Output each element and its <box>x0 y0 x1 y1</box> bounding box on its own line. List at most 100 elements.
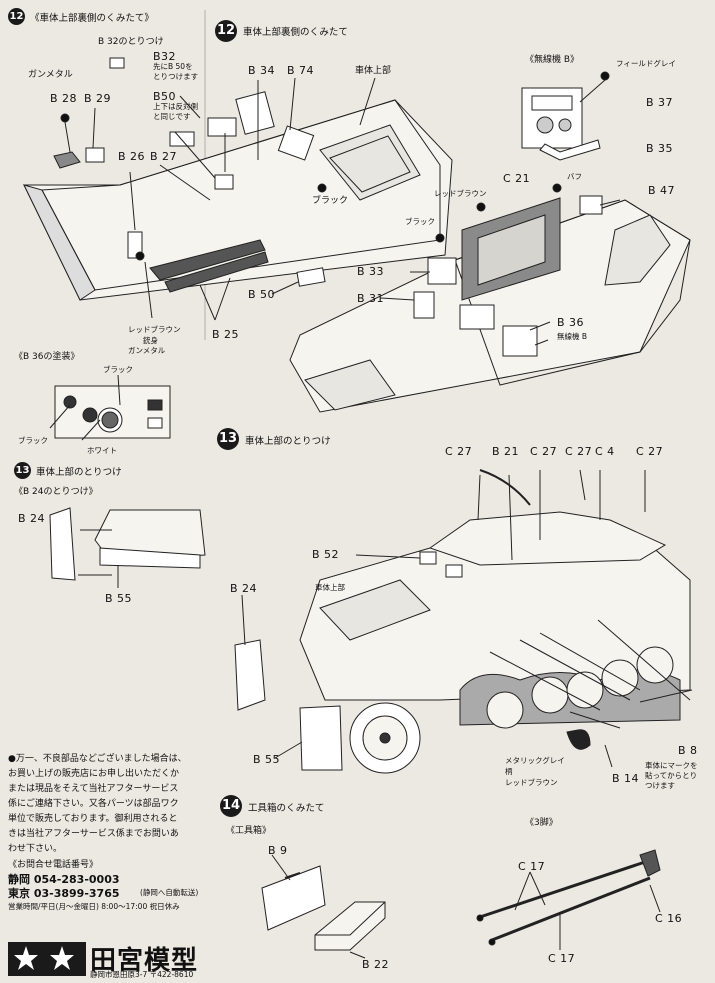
part-b52: B 52 <box>312 548 340 561</box>
part-c21: C 21 <box>503 172 531 185</box>
label-metallic-grey: メタリックグレイ <box>505 756 565 765</box>
part-b29: B 29 <box>84 92 112 105</box>
notice-line: きは当社アフターサービス係までお問いあ <box>8 829 179 839</box>
part-c27-a: C 27 <box>445 445 473 458</box>
b50-note-2: と同じです <box>153 112 191 121</box>
part-c27-d: C 27 <box>636 445 664 458</box>
part-b37: B 37 <box>646 96 674 109</box>
label-upper-hull-2: 車体上部 <box>315 583 345 592</box>
label-upper-hull: 車体上部 <box>355 66 392 76</box>
notice-line: ●万一、不良部品などございました場合は、 <box>8 754 187 764</box>
part-b14: B 14 <box>612 772 640 785</box>
b8-note-2: 貼ってからとり <box>645 771 698 780</box>
part-c27-c: C 27 <box>565 445 593 458</box>
label-b32-mount: B 32のとりつけ <box>98 37 164 47</box>
company-name: 田宮模型 <box>90 946 199 976</box>
part-b31: B 31 <box>357 292 385 305</box>
phone-shizuoka: 静岡 054-283-0003 <box>8 873 120 886</box>
b32-note-1: 先にB 50を <box>153 62 193 71</box>
part-b55: B 55 <box>105 592 133 605</box>
part-b33: B 33 <box>357 265 385 278</box>
phone-tokyo-note: (静岡へ自動転送) <box>140 888 199 897</box>
part-b36: B 36 <box>557 316 585 329</box>
label-black-2: ブラック <box>405 217 435 226</box>
part-b9: B 9 <box>268 844 288 857</box>
step13-left-number: 13 <box>14 462 31 479</box>
step12-right-number: 12 <box>215 20 237 42</box>
part-b25: B 25 <box>212 328 240 341</box>
label-red-brown-3: レッドブラウン <box>505 778 558 787</box>
phone-tokyo: 東京 03-3899-3765 <box>8 887 120 900</box>
step14-sub-toolbox: 《工具箱》 <box>226 826 272 836</box>
label-radio-b-2: 無線機 B <box>557 332 588 341</box>
step12-left-number: 12 <box>8 8 25 25</box>
business-hours: 営業時間/平日(月〜金曜日) 8:00〜17:00 祝日休み <box>8 902 180 911</box>
b36-paint-detail <box>49 374 171 441</box>
label-black-3: ブラック <box>103 365 133 374</box>
part-c17-bottom: C 17 <box>548 952 576 965</box>
step13-left-title: 車体上部のとりつけ <box>36 467 122 478</box>
b8-note-3: つけます <box>645 781 675 790</box>
step14-tripod-drawing <box>476 849 661 950</box>
part-b27: B 27 <box>150 150 178 163</box>
part-c17-top: C 17 <box>518 860 546 873</box>
part-b22: B 22 <box>362 958 390 971</box>
label-gunmetal-2: ガンメタル <box>128 346 166 355</box>
part-c27-b: C 27 <box>530 445 558 458</box>
label-gunmetal: ガンメタル <box>28 70 73 80</box>
part-b24: B 24 <box>18 512 46 525</box>
step13-left-sub: 《B 24のとりつけ》 <box>14 487 98 497</box>
label-buff: バフ <box>567 172 582 181</box>
contact-title: 《お問合せ電話番号》 <box>8 860 99 870</box>
part-b28: B 28 <box>50 92 78 105</box>
step12-right-hull-drawing <box>289 71 691 413</box>
step13-vehicle-drawing <box>234 469 693 774</box>
step14-title: 工具箱のくみたて <box>248 803 325 814</box>
label-field-grey: フィールドグレイ <box>616 59 676 68</box>
part-c4: C 4 <box>595 445 615 458</box>
step14-toolbox-drawing <box>261 854 386 959</box>
b36-paint-title: 《B 36の塗装》 <box>14 352 80 362</box>
part-b24-main: B 24 <box>230 582 258 595</box>
step14-number: 14 <box>220 795 242 817</box>
label-red-brown: レッドブラウン <box>128 325 181 334</box>
part-b55-main: B 55 <box>253 753 281 766</box>
part-b8: B 8 <box>678 744 698 757</box>
b50-note-1: 上下は反対側 <box>153 102 198 111</box>
notice-line: 係にご連絡下さい。又各パーツは部品ワク <box>8 799 179 809</box>
part-c16: C 16 <box>655 912 683 925</box>
part-b21: B 21 <box>492 445 520 458</box>
company-address: 静岡市恩田原3-7 〒422-8610 <box>90 970 194 979</box>
notice-line: お買い上げの販売店にお申し出いただくか <box>8 769 180 779</box>
tamiya-star-logo <box>8 942 86 976</box>
notice-text: ●万一、不良部品などございました場合は、 お買い上げの販売店にお申し出いただくか… <box>8 752 193 857</box>
part-b47: B 47 <box>648 184 676 197</box>
label-barrel: 銃身 <box>143 336 158 345</box>
label-radio-b: 《無線機 B》 <box>525 55 580 65</box>
label-black-1: ブラック <box>312 196 349 206</box>
step12-left-hull-drawing <box>23 57 453 321</box>
part-b26: B 26 <box>118 150 146 163</box>
label-handle: 柄 <box>505 767 513 776</box>
step12-right-title: 車体上部裏側のくみたて <box>243 27 348 38</box>
label-white: ホワイト <box>87 446 117 455</box>
part-b50-bottom: B 50 <box>248 288 276 301</box>
b32-note-2: とりつけます <box>153 72 199 81</box>
step12-left-title: 《車体上部裏側のくみたて》 <box>30 13 154 24</box>
b24-mount-drawing <box>49 507 206 588</box>
label-black-4: ブラック <box>18 436 48 445</box>
b8-note-1: 車体にマークを <box>645 761 698 770</box>
notice-line: わせ下さい。 <box>8 844 63 854</box>
step13-right-title: 車体上部のとりつけ <box>245 436 331 447</box>
notice-line: 単位で販売しております。御利用されると <box>8 814 178 824</box>
part-b34: B 34 <box>248 64 276 77</box>
step14-sub-tripod: 《3脚》 <box>525 818 558 828</box>
label-red-brown-2: レッドブラウン <box>434 189 487 198</box>
notice-line: または現品をそえて当社アフターサービス <box>8 784 179 794</box>
part-b35: B 35 <box>646 142 674 155</box>
step13-right-number: 13 <box>217 428 239 450</box>
part-b50-top: B50 <box>153 90 177 103</box>
part-b32: B32 <box>153 50 177 63</box>
